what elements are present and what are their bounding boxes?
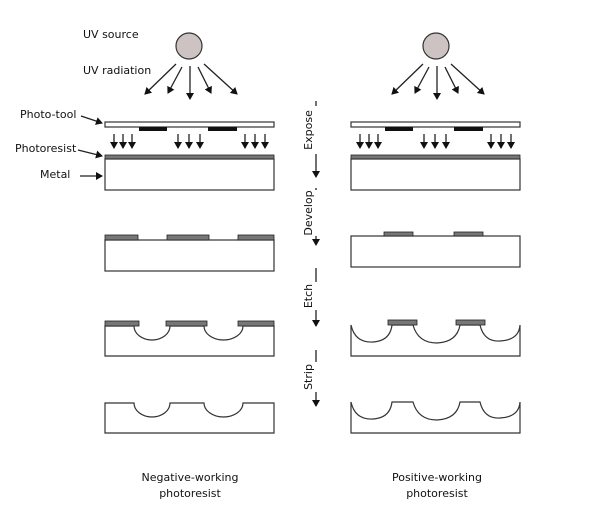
- step-label-etch: Etch: [302, 284, 315, 308]
- strip-negative: [104, 402, 275, 434]
- step-develop: Develop: [302, 188, 325, 246]
- uv-source-right: [391, 32, 485, 100]
- negative-caption-line2: photoresist: [159, 487, 221, 500]
- uv-radiation-label: UV radiation: [83, 64, 151, 77]
- photoresist-label: Photoresist: [15, 142, 77, 155]
- develop-positive: [350, 231, 521, 268]
- expose-positive: [350, 121, 521, 191]
- uv-source-label: UV source: [83, 28, 139, 41]
- step-label-strip: Strip: [302, 364, 315, 390]
- step-strip: Strip: [302, 350, 325, 407]
- metal-label: Metal: [40, 168, 70, 181]
- develop-negative: [104, 234, 275, 272]
- etch-negative: [104, 320, 275, 357]
- etch-positive: [350, 319, 521, 357]
- label-pointer-arrows: [77, 115, 103, 180]
- strip-positive: [350, 401, 521, 434]
- positive-caption-line2: photoresist: [406, 487, 468, 500]
- step-etch: Etch: [302, 268, 325, 327]
- uv-source-left: [144, 32, 238, 100]
- step-label-expose: Expose: [302, 110, 315, 150]
- expose-negative: [104, 121, 275, 191]
- photo-tool-label: Photo-tool: [20, 108, 76, 121]
- step-label-develop: Develop: [302, 190, 315, 235]
- positive-caption-line1: Positive-working: [392, 471, 482, 484]
- step-expose: Expose: [302, 101, 325, 178]
- negative-caption-line1: Negative-working: [142, 471, 239, 484]
